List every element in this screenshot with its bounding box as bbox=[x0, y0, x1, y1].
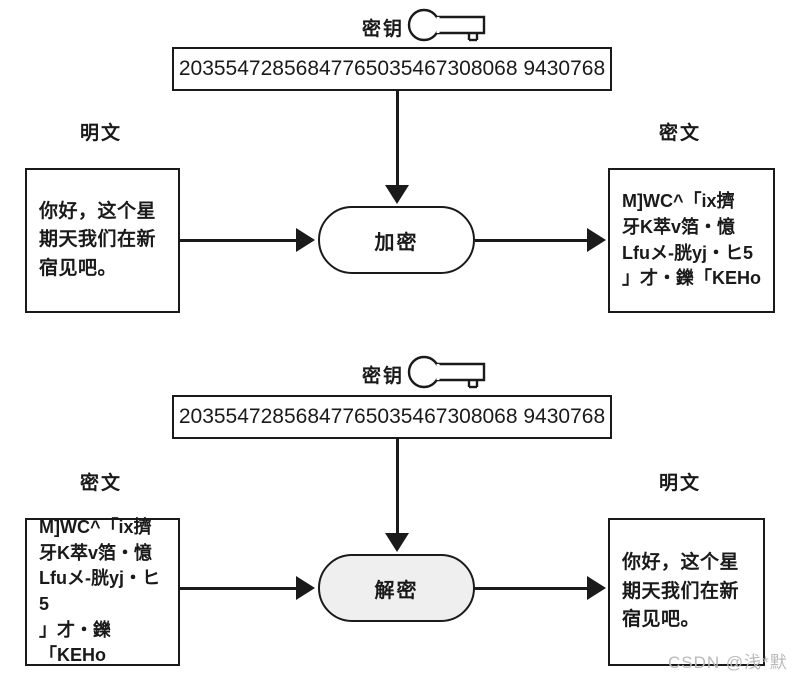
ciphertext-body-output: M]WC^「ix擠 牙K萃v箔・憶 Lfuメ-胱yj・ヒ5 」才・鑠「KEHo bbox=[622, 191, 761, 289]
plaintext-body-input: 你好，这个星 期天我们在新 宿见吧。 bbox=[39, 200, 157, 279]
connector-ciphertext-to-decrypt bbox=[180, 587, 300, 590]
ciphertext-body-input: M]WC^「ix擠 牙K萃v箔・憶 Lfuメ-胱yj・ヒ5 」才・鑠「KEHo bbox=[39, 517, 160, 666]
arrow-right-icon-plaintext-encrypt bbox=[296, 228, 315, 252]
connector-encrypt-to-ciphertext bbox=[475, 239, 591, 242]
connector-key-to-decrypt bbox=[396, 439, 399, 535]
caption-ciphertext-output: 密文 bbox=[659, 123, 702, 144]
key-value-box-decryption: 20355472856847765035467308068 9430768 bbox=[172, 395, 612, 439]
process-encrypt: 加密 bbox=[318, 206, 475, 274]
watermark: CSDN @浅*默 bbox=[668, 653, 788, 672]
key-icon bbox=[406, 8, 488, 47]
caption-ciphertext-input: 密文 bbox=[80, 473, 123, 494]
connector-key-to-encrypt bbox=[396, 91, 399, 187]
key-value-text-encryption: 20355472856847765035467308068 9430768 bbox=[178, 57, 606, 80]
key-header-decryption: 密钥 bbox=[362, 355, 488, 394]
caption-plaintext-input: 明文 bbox=[80, 123, 123, 144]
key-label-encryption: 密钥 bbox=[362, 19, 405, 40]
process-decrypt: 解密 bbox=[318, 554, 475, 622]
key-value-box-encryption: 20355472856847765035467308068 9430768 bbox=[172, 47, 612, 91]
arrow-down-icon-decrypt bbox=[385, 533, 409, 552]
arrow-right-icon-encrypt-ciphertext bbox=[587, 228, 606, 252]
connector-decrypt-to-plaintext bbox=[475, 587, 591, 590]
plaintext-box-input: 你好，这个星 期天我们在新 宿见吧。 bbox=[25, 168, 180, 313]
ciphertext-box-output: M]WC^「ix擠 牙K萃v箔・憶 Lfuメ-胱yj・ヒ5 」才・鑠「KEHo bbox=[608, 168, 775, 313]
key-icon bbox=[406, 355, 488, 394]
arrow-down-icon-encrypt bbox=[385, 185, 409, 204]
process-encrypt-label: 加密 bbox=[374, 231, 419, 254]
process-decrypt-label: 解密 bbox=[374, 579, 419, 602]
arrow-right-icon-ciphertext-decrypt bbox=[296, 576, 315, 600]
ciphertext-box-input: M]WC^「ix擠 牙K萃v箔・憶 Lfuメ-胱yj・ヒ5 」才・鑠「KEHo bbox=[25, 517, 180, 666]
key-label-decryption: 密钥 bbox=[362, 366, 405, 387]
caption-plaintext-output: 明文 bbox=[659, 473, 702, 494]
plaintext-body-output: 你好，这个星 期天我们在新 宿见吧。 bbox=[622, 552, 740, 631]
plaintext-box-output: 你好，这个星 期天我们在新 宿见吧。 bbox=[608, 518, 765, 666]
key-value-text-decryption: 20355472856847765035467308068 9430768 bbox=[178, 405, 606, 428]
arrow-right-icon-decrypt-plaintext bbox=[587, 576, 606, 600]
key-header-encryption: 密钥 bbox=[362, 8, 488, 47]
connector-plaintext-to-encrypt bbox=[180, 239, 300, 242]
